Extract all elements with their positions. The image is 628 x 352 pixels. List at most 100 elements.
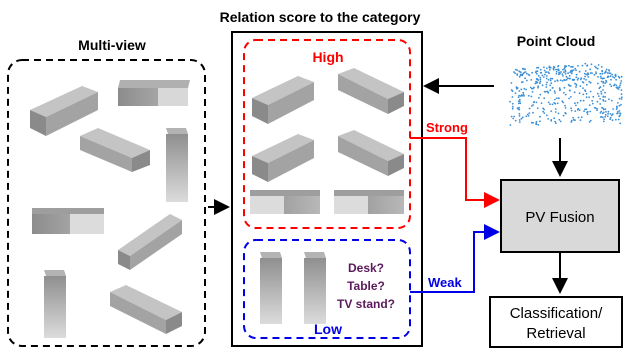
- pointcloud-dot: [554, 120, 556, 123]
- pointcloud-dot: [585, 73, 588, 76]
- pointcloud-dot: [619, 112, 622, 115]
- pointcloud-dot: [520, 94, 523, 97]
- pointcloud-dot: [564, 107, 567, 109]
- pointcloud-dot: [572, 66, 574, 68]
- pointcloud-dot: [546, 67, 548, 70]
- pointcloud-dot: [601, 72, 604, 75]
- pointcloud-dot: [604, 115, 607, 118]
- pointcloud-dot: [517, 100, 520, 103]
- pointcloud-dot: [526, 113, 529, 116]
- pointcloud-dot: [568, 77, 571, 80]
- multiview-label: Multi-view: [78, 37, 146, 53]
- pointcloud-dot: [549, 89, 552, 92]
- pointcloud-dot: [619, 82, 622, 85]
- pointcloud-dot: [564, 66, 566, 69]
- pointcloud-dot: [539, 78, 542, 81]
- pointcloud-dot: [600, 66, 603, 68]
- pointcloud-dot: [603, 118, 605, 121]
- low-shape-1: [260, 252, 282, 324]
- pointcloud-dot: [568, 75, 571, 77]
- pointcloud-dot: [555, 73, 558, 75]
- high-shape-2: [338, 68, 404, 114]
- pointcloud-dot: [549, 84, 552, 87]
- pointcloud-dot: [602, 85, 605, 87]
- pointcloud-dot: [609, 116, 612, 119]
- pointcloud-dot: [530, 79, 533, 81]
- pointcloud-dot: [616, 102, 619, 104]
- pointcloud-dot: [545, 114, 548, 117]
- pointcloud-dot: [600, 80, 603, 83]
- pointcloud-dot: [574, 102, 576, 105]
- pointcloud-dot: [530, 105, 533, 107]
- low-question-1: Desk?: [348, 261, 384, 275]
- pointcloud-dot: [577, 77, 580, 80]
- high-shape-4: [338, 130, 404, 176]
- pointcloud-dot: [588, 104, 591, 106]
- pointcloud-dot: [528, 112, 531, 115]
- pointcloud-dot: [553, 117, 556, 120]
- multiview-shapes: [30, 80, 190, 338]
- pointcloud-dot: [586, 111, 588, 114]
- pointcloud-dot: [547, 91, 550, 94]
- pointcloud-dot: [555, 70, 558, 73]
- pointcloud-dot: [536, 66, 538, 69]
- pointcloud-dot: [562, 68, 564, 71]
- pointcloud-dot: [613, 76, 616, 79]
- pointcloud-dot: [509, 124, 512, 126]
- pointcloud-dot: [518, 102, 520, 105]
- pointcloud-dot: [544, 73, 546, 76]
- pointcloud-dot: [561, 100, 564, 103]
- pointcloud-dot: [577, 116, 580, 119]
- pv-fusion-box: [500, 179, 620, 253]
- pointcloud-dot: [584, 62, 587, 65]
- low-question-2: Table?: [347, 279, 385, 293]
- weak-label: Weak: [428, 275, 462, 290]
- pointcloud-dot: [605, 79, 607, 82]
- pointcloud-dot: [593, 106, 596, 109]
- pointcloud-dot: [591, 99, 594, 102]
- pointcloud-dot: [600, 110, 603, 113]
- pointcloud-dot: [604, 82, 607, 84]
- pointcloud-dot: [610, 114, 613, 117]
- high-shape-6: [334, 190, 404, 214]
- pointcloud-dot: [521, 116, 524, 119]
- pointcloud-dot: [555, 68, 557, 71]
- pointcloud-dot: [574, 119, 576, 122]
- pointcloud-dot: [578, 92, 581, 95]
- pointcloud-dot: [518, 119, 521, 121]
- pointcloud-dot: [586, 65, 588, 67]
- pointcloud-dot: [587, 76, 590, 78]
- pointcloud-dot: [594, 65, 596, 68]
- pointcloud-dot: [575, 83, 578, 86]
- pointcloud-dot: [564, 111, 567, 114]
- pointcloud-dot: [620, 93, 623, 96]
- pointcloud-dot: [548, 65, 551, 68]
- pointcloud-dot: [548, 69, 551, 71]
- pointcloud-dot: [543, 97, 546, 100]
- pointcloud-dot: [513, 115, 515, 118]
- pointcloud-dot: [558, 69, 560, 72]
- pointcloud-dot: [535, 72, 538, 75]
- pointcloud-dot: [557, 65, 559, 68]
- pointcloud-dot: [611, 119, 614, 122]
- pointcloud-dot: [523, 95, 525, 97]
- pointcloud-dot: [567, 72, 569, 75]
- pointcloud-dot: [568, 97, 570, 100]
- pointcloud-dot: [570, 107, 572, 110]
- pointcloud-dot: [619, 114, 621, 117]
- pointcloud-dot: [575, 69, 577, 72]
- pointcloud-dot: [530, 95, 533, 98]
- pointcloud-dot: [585, 96, 588, 99]
- high-group-label: High: [312, 49, 343, 65]
- pointcloud-dot: [583, 72, 586, 75]
- pointcloud-dot: [537, 123, 540, 126]
- pointcloud-dot: [618, 104, 621, 107]
- pointcloud-dot: [553, 66, 556, 69]
- pointcloud-dot: [538, 96, 540, 99]
- pointcloud-dot: [610, 99, 613, 102]
- pointcloud-dot: [525, 115, 528, 118]
- pointcloud-dot: [535, 101, 538, 104]
- pointcloud-dot: [540, 71, 543, 74]
- pointcloud-dot: [609, 113, 612, 115]
- pointcloud-dot: [597, 95, 600, 97]
